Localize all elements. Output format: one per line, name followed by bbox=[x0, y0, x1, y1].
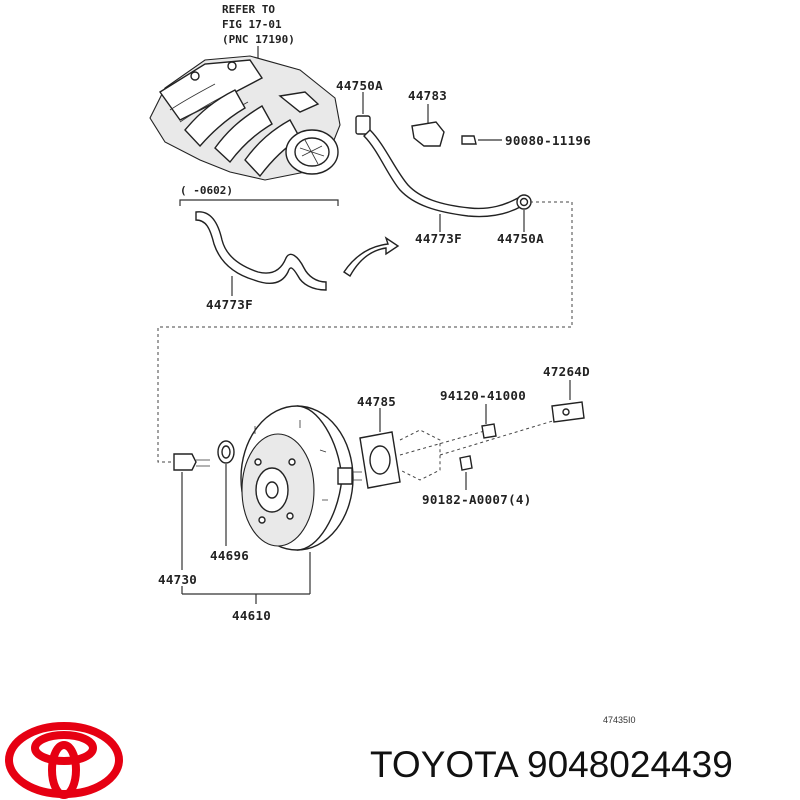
dashed-mount-lines bbox=[399, 419, 557, 456]
label-44696: 44696 bbox=[210, 548, 249, 563]
label-44773F-right: 44773F bbox=[415, 231, 462, 246]
brand-name: TOYOTA bbox=[370, 744, 519, 785]
check-valve-44730 bbox=[173, 453, 197, 471]
label-44783: 44783 bbox=[408, 88, 447, 103]
label-90182: 90182-A0007(4) bbox=[422, 492, 532, 507]
leader-44610-bracket bbox=[182, 593, 310, 604]
label-44785: 44785 bbox=[357, 394, 396, 409]
dashed-mount-box bbox=[399, 429, 441, 481]
toyota-logo-icon bbox=[5, 722, 123, 799]
dashed-connection-main bbox=[157, 201, 573, 463]
intake-manifold-drawing bbox=[149, 55, 341, 181]
clip-44750A-top bbox=[355, 115, 371, 135]
diagram-id: 47435I0 bbox=[603, 715, 636, 725]
label-44750A-top: 44750A bbox=[336, 78, 383, 93]
label-44750A-right: 44750A bbox=[497, 231, 544, 246]
arrow-icon bbox=[343, 236, 400, 278]
label-94120: 94120-41000 bbox=[440, 388, 526, 403]
hose-44773F-lower bbox=[195, 211, 327, 291]
nut-90182 bbox=[459, 455, 473, 471]
label-44610: 44610 bbox=[232, 608, 271, 623]
refer-note: REFER TO FIG 17-01 (PNC 17190) bbox=[222, 3, 295, 46]
check-valve-44783 bbox=[411, 121, 445, 147]
refer-line-3: (PNC 17190) bbox=[222, 33, 295, 46]
hose-44773F-upper bbox=[363, 129, 523, 218]
label-44773F-left: 44773F bbox=[206, 297, 253, 312]
nut-94120 bbox=[481, 423, 497, 439]
refer-line-1: REFER TO bbox=[222, 3, 275, 16]
label-90080: 90080-11196 bbox=[505, 133, 591, 148]
label-47264D: 47264D bbox=[543, 364, 590, 379]
part-number: 9048024439 bbox=[527, 744, 733, 785]
brake-booster-drawing bbox=[240, 405, 354, 551]
refer-line-2: FIG 17-01 bbox=[222, 18, 282, 31]
booster-stud bbox=[337, 467, 353, 485]
label-44730: 44730 bbox=[158, 572, 197, 587]
range-bracket bbox=[179, 199, 339, 206]
bolt-90080 bbox=[461, 135, 477, 145]
range-note: ( -0602) bbox=[180, 184, 233, 197]
